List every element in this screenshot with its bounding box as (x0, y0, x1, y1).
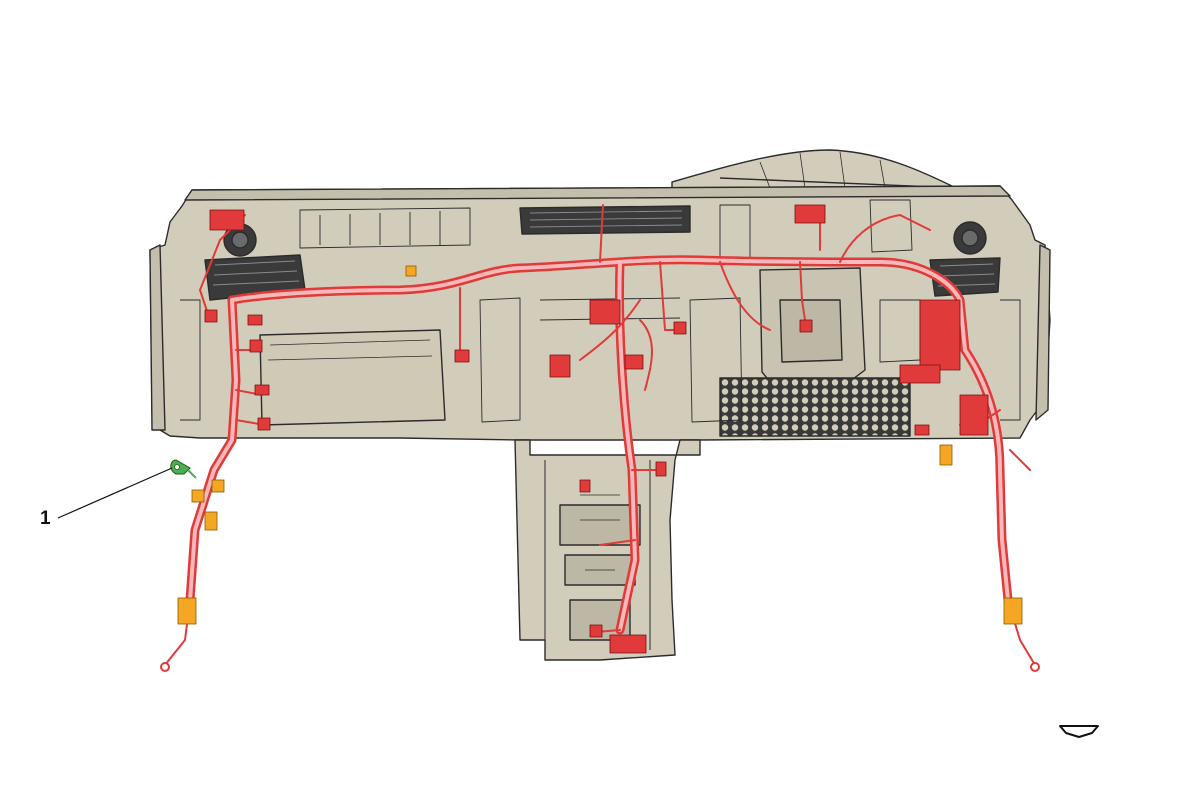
connector-left-lower (177, 597, 197, 625)
connector-right-lower (1003, 597, 1023, 625)
center-console (514, 439, 701, 661)
right-air-vent (929, 221, 1001, 297)
arrow-down-outline-icon (1059, 725, 1099, 738)
knee-bolster-mesh (719, 377, 911, 437)
instrument-panel-wiring-harness (160, 204, 1040, 672)
dash-top-hood (671, 149, 961, 191)
callout-1-leader (57, 467, 173, 519)
orange-connectors (177, 265, 1023, 625)
callout-number-1: 1 (40, 508, 51, 529)
ground-terminal (170, 459, 197, 479)
instrument-panel (149, 149, 1051, 661)
